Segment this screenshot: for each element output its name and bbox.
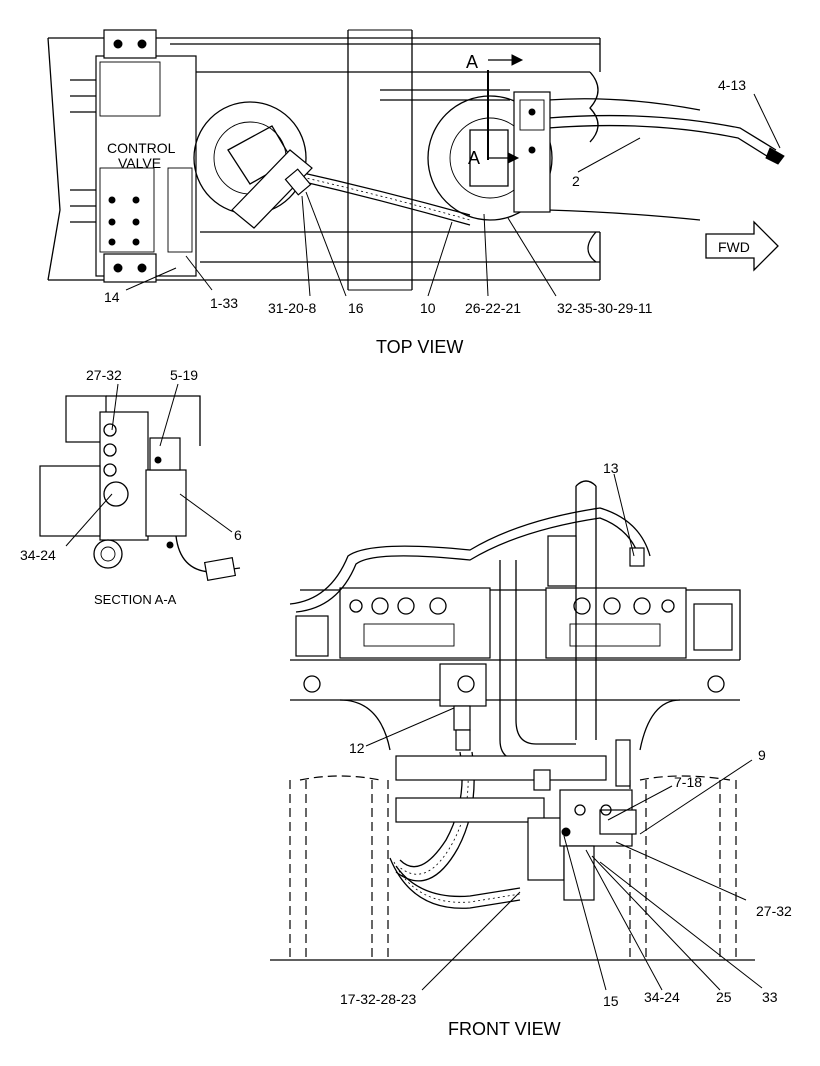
lower-hose — [389, 751, 521, 909]
valve-12 — [439, 663, 487, 751]
fwd-label: FWD — [718, 239, 750, 255]
section-callout-6: 6 — [234, 527, 242, 543]
top-callout-26-22-21: 26-22-21 — [465, 300, 521, 316]
control-valve — [70, 29, 197, 283]
cylinder-assembly — [231, 149, 313, 229]
top-tube — [380, 89, 510, 101]
section-marker — [487, 54, 524, 164]
front-callout-27-32: 27-32 — [756, 903, 792, 919]
hose-2 — [547, 114, 785, 165]
section-marker-a-top: A — [466, 52, 478, 72]
top-callout-32-35-30-29-11: 32-35-30-29-11 — [557, 300, 653, 316]
top-callout-4-13: 4-13 — [718, 77, 746, 93]
vertical-pipes — [499, 480, 597, 761]
front-callout-7-18: 7-18 — [674, 774, 702, 790]
lower-valve-assembly — [395, 739, 637, 901]
control-label-line1: CONTROL — [107, 140, 176, 156]
section-callout-27-32: 27-32 — [86, 367, 122, 383]
front-callout-33: 33 — [762, 989, 778, 1005]
section-marker-a-bottom: A — [468, 148, 480, 168]
top-callout-1-33: 1-33 — [210, 295, 238, 311]
top-callout-16: 16 — [348, 300, 364, 316]
fwd-arrow-icon — [705, 220, 779, 272]
front-callout-9: 9 — [758, 747, 766, 763]
front-view-caption: FRONT VIEW — [448, 1019, 561, 1039]
front-callout-25: 25 — [716, 989, 732, 1005]
section-block — [39, 395, 241, 581]
control-label-line2: VALVE — [118, 155, 161, 171]
right-valve — [513, 91, 551, 213]
section-leaders — [65, 383, 233, 547]
front-view-leaders — [365, 473, 763, 991]
front-manifolds — [295, 587, 733, 693]
front-frame — [270, 589, 755, 961]
top-view-caption: TOP VIEW — [376, 337, 463, 357]
hose-10 — [289, 169, 471, 226]
section-callout-34-24: 34-24 — [20, 547, 56, 563]
front-view: 13 12 7-18 9 27-32 17-32-28-23 15 34-24 … — [270, 460, 792, 1039]
front-callout-34-24: 34-24 — [644, 989, 680, 1005]
front-callout-12: 12 — [349, 740, 365, 756]
front-callout-17-32-28-23: 17-32-28-23 — [340, 991, 416, 1007]
section-caption: SECTION A-A — [94, 592, 177, 607]
front-callout-15: 15 — [603, 993, 619, 1009]
section-a-a: 27-32 5-19 6 34-24 SECTION A-A — [20, 367, 242, 607]
top-view: CONTROL VALVE — [47, 29, 785, 357]
section-callout-5-19: 5-19 — [170, 367, 198, 383]
top-callout-31-20-8: 31-20-8 — [268, 300, 316, 316]
top-callout-2: 2 — [572, 173, 580, 189]
top-callout-14: 14 — [104, 289, 120, 305]
top-view-leaders — [125, 93, 781, 297]
front-callout-13: 13 — [603, 460, 619, 476]
top-callout-10: 10 — [420, 300, 436, 316]
